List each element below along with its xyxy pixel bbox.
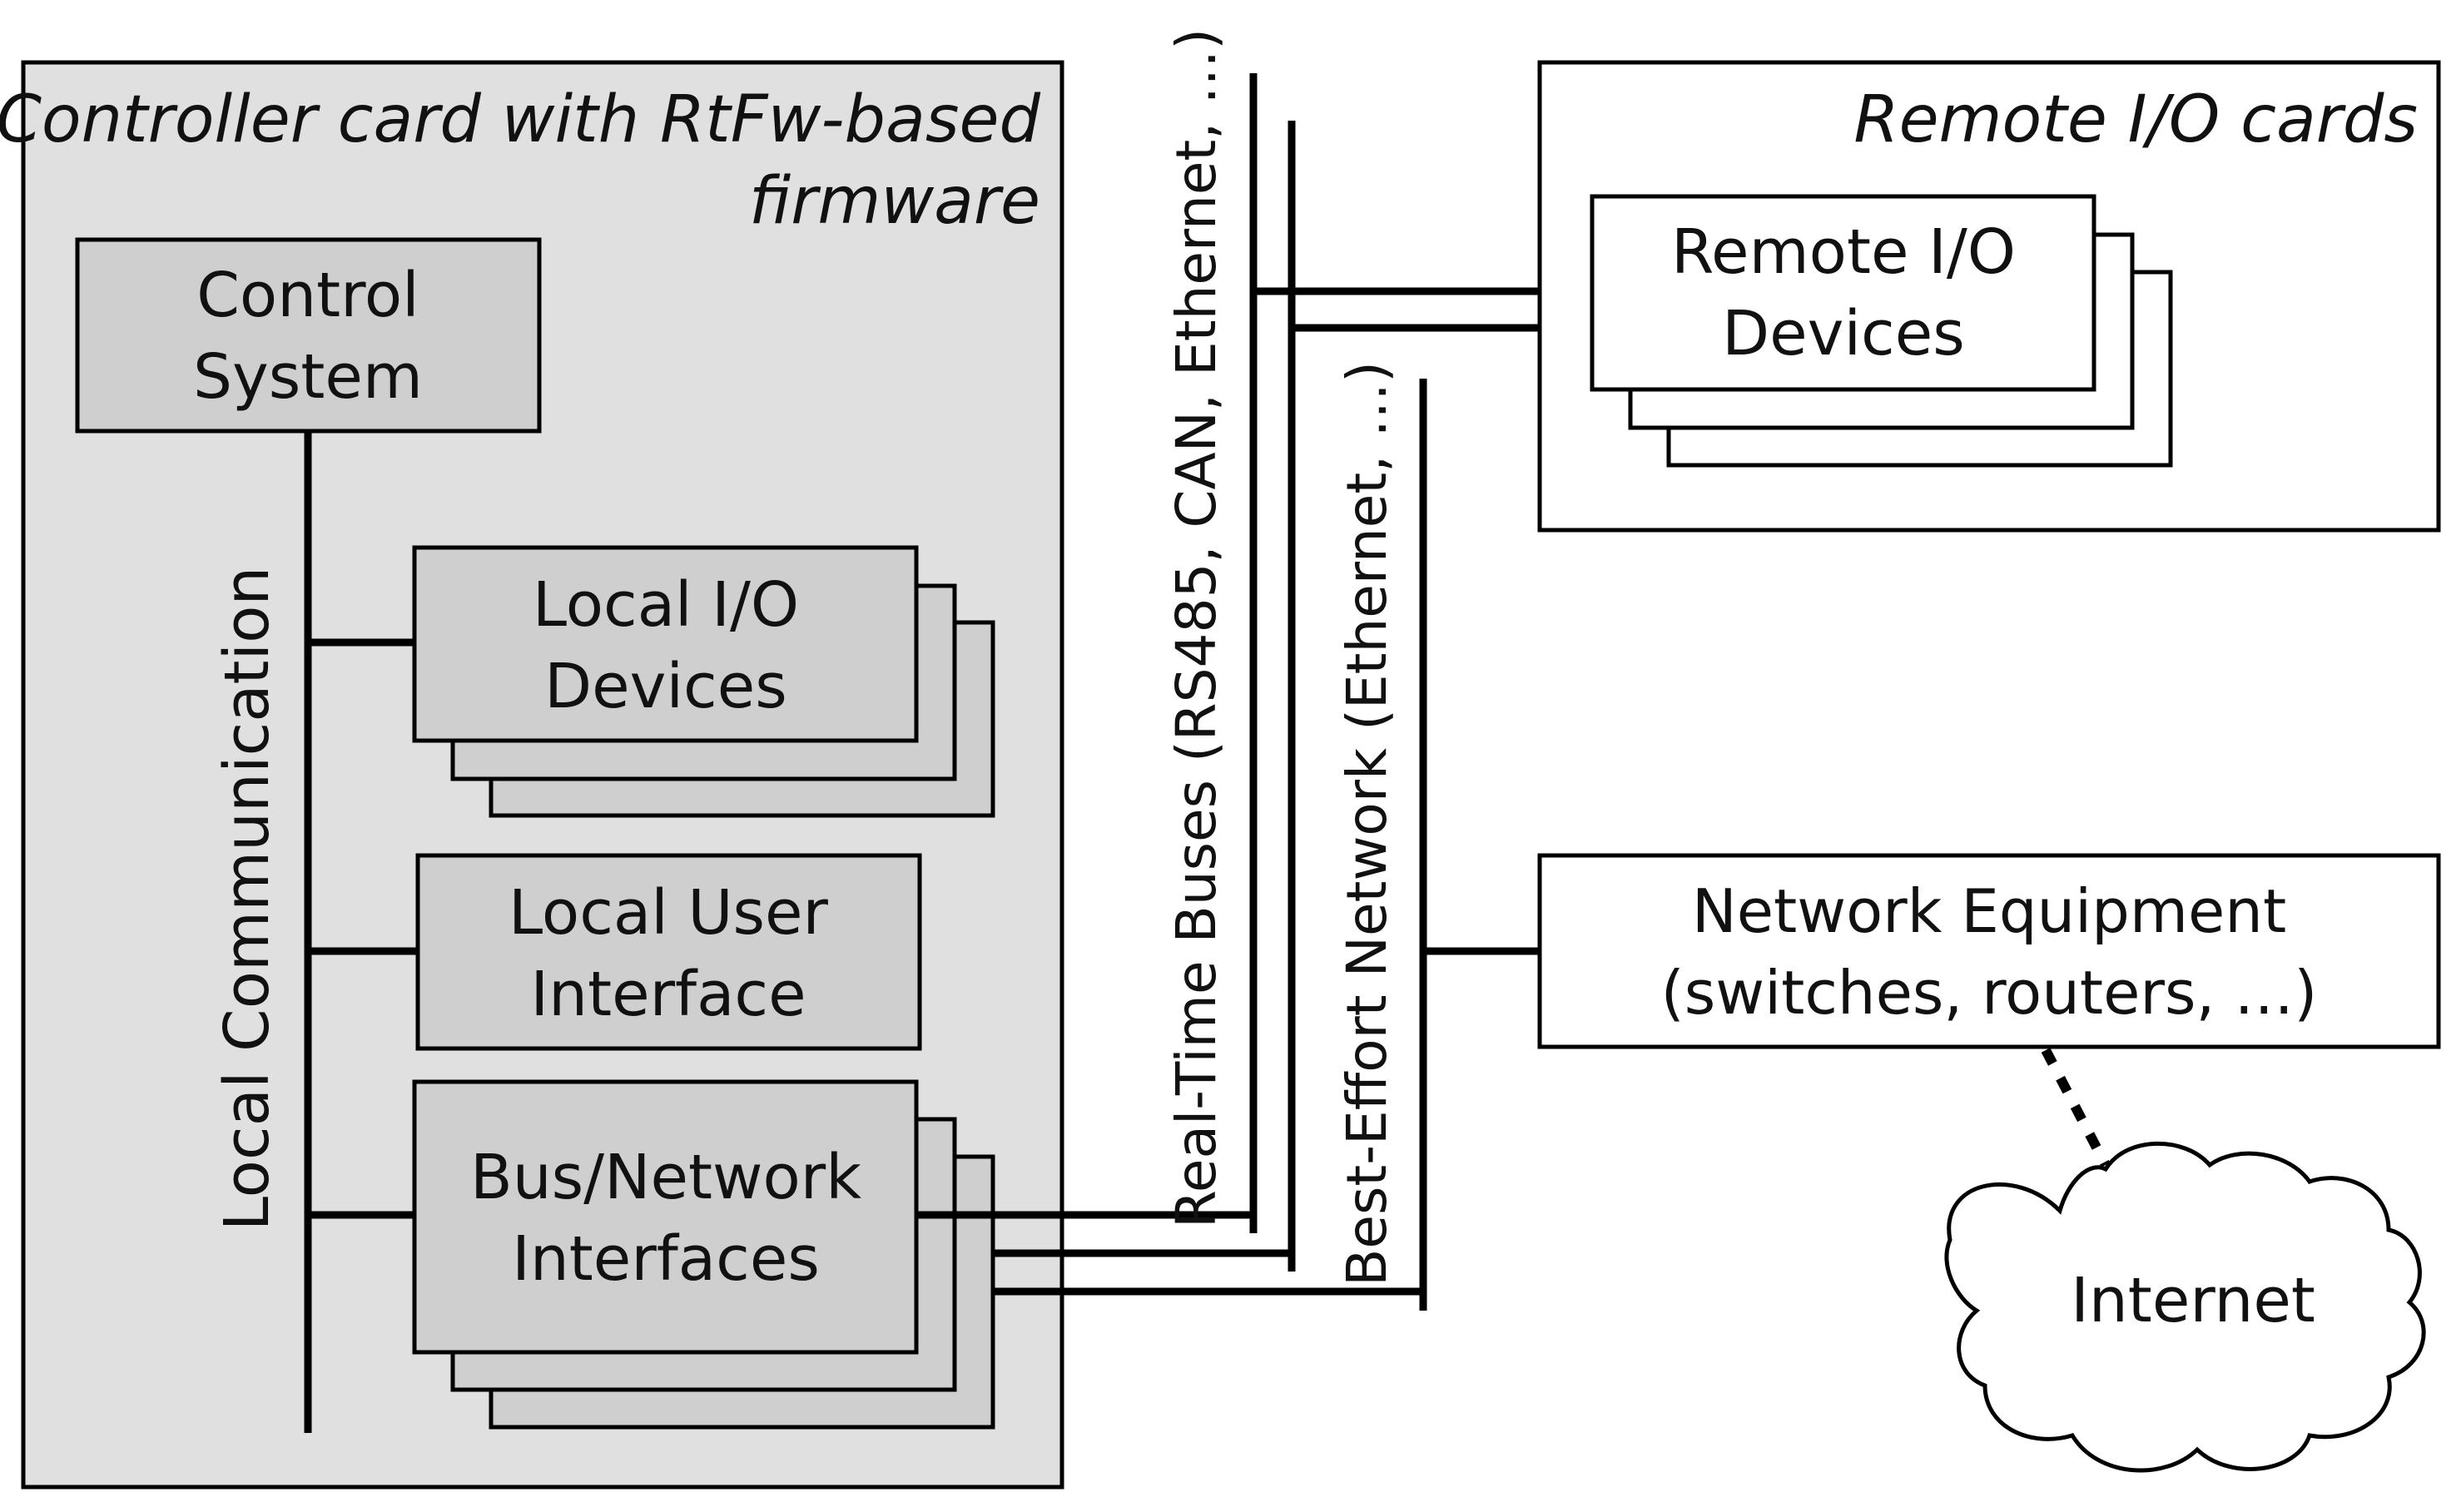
remote-io-cards: Remote I/O cards Remote I/O Devices xyxy=(1537,60,2441,533)
controller-card-title-line1: Controller card with RtFw-based xyxy=(0,82,1040,157)
internet-cloud: Internet xyxy=(1944,1141,2426,1473)
control-system-block: Control System xyxy=(75,237,542,434)
controller-card: Controller card with RtFw-based firmware… xyxy=(0,60,1064,1490)
local-io-label-line2: Devices xyxy=(544,651,787,722)
best-effort-network-label: Best-Effort Network (Ethernet, …) xyxy=(1335,361,1399,1286)
controller-card-title-line2: firmware xyxy=(749,164,1040,239)
remote-io-label-line1: Remote I/O xyxy=(1671,216,2016,288)
local-communication-label: Local Communication xyxy=(211,567,283,1232)
network-equipment-box xyxy=(1537,853,2441,1049)
network-equipment-label-line1: Network Equipment xyxy=(1692,876,2286,946)
network-equipment-label-line2: (switches, routers, …) xyxy=(1661,958,2318,1028)
control-system-box xyxy=(75,237,542,434)
local-io-devices-stack: Local I/O Devices xyxy=(412,545,995,818)
internet-dotted-link xyxy=(2041,1048,2111,1167)
remote-io-cards-title: Remote I/O cards xyxy=(1853,82,2418,157)
remote-io-label-line2: Devices xyxy=(1722,298,1965,369)
bus-interfaces-card-front xyxy=(412,1079,919,1355)
network-equipment-block: Network Equipment (switches, routers, …) xyxy=(1537,853,2441,1049)
control-system-label-line1: Control xyxy=(196,260,419,331)
control-system-label-line2: System xyxy=(193,341,423,413)
local-user-interface-block: Local User Interface xyxy=(415,853,922,1051)
bus-network-interfaces-stack: Bus/Network Interfaces xyxy=(412,1079,995,1430)
local-io-label-line1: Local I/O xyxy=(533,569,799,641)
internet-cloud-shape xyxy=(1944,1141,2426,1473)
realtime-buses-label: Real-Time Buses (RS485, CAN, Ethernet, …… xyxy=(1164,28,1228,1228)
local-ui-label-line2: Interface xyxy=(530,959,806,1030)
remote-io-card-front xyxy=(1590,194,2096,392)
local-ui-label-line1: Local User xyxy=(509,877,829,949)
bus-interfaces-label-line2: Interfaces xyxy=(512,1223,820,1295)
local-io-card-front xyxy=(412,545,919,743)
local-ui-box xyxy=(415,853,922,1051)
bus-interfaces-label-line1: Bus/Network xyxy=(470,1142,861,1213)
bus-lines: Real-Time Buses (RS485, CAN, Ethernet, …… xyxy=(916,28,1592,1311)
internet-label: Internet xyxy=(2071,1265,2315,1336)
